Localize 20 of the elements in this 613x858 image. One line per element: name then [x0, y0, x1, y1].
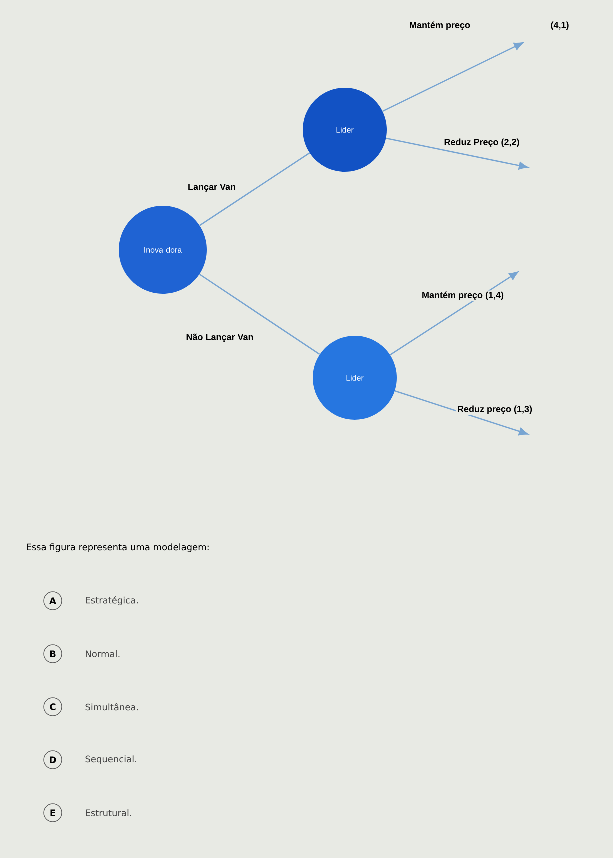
- edge-label: Não Lançar Van: [185, 332, 255, 344]
- option-letter: E: [44, 804, 62, 822]
- edge-label: Mantém preço: [408, 20, 472, 32]
- option-text: Sequencial.: [86, 756, 136, 764]
- edge-label: Reduz Preço (2,2): [443, 138, 521, 148]
- option-letter: D: [44, 750, 62, 770]
- option-letter: C: [44, 698, 62, 716]
- arrow: [390, 272, 519, 356]
- arrow: [382, 42, 524, 112]
- arrow: [394, 390, 528, 436]
- edge-label: Reduz preço (1,3): [456, 404, 534, 416]
- option-text: Simultânea.: [86, 703, 138, 711]
- option-letter: B: [44, 644, 62, 664]
- payoff-label: (4,1): [551, 22, 569, 30]
- question-text: Essa figura representa uma modelagem:: [27, 544, 209, 552]
- option-letter: A: [44, 592, 62, 610]
- arrow: [386, 138, 528, 170]
- option-text: Normal.: [86, 650, 120, 658]
- option-text: Estratégica.: [86, 596, 138, 606]
- option-text: Estrutural.: [86, 810, 132, 816]
